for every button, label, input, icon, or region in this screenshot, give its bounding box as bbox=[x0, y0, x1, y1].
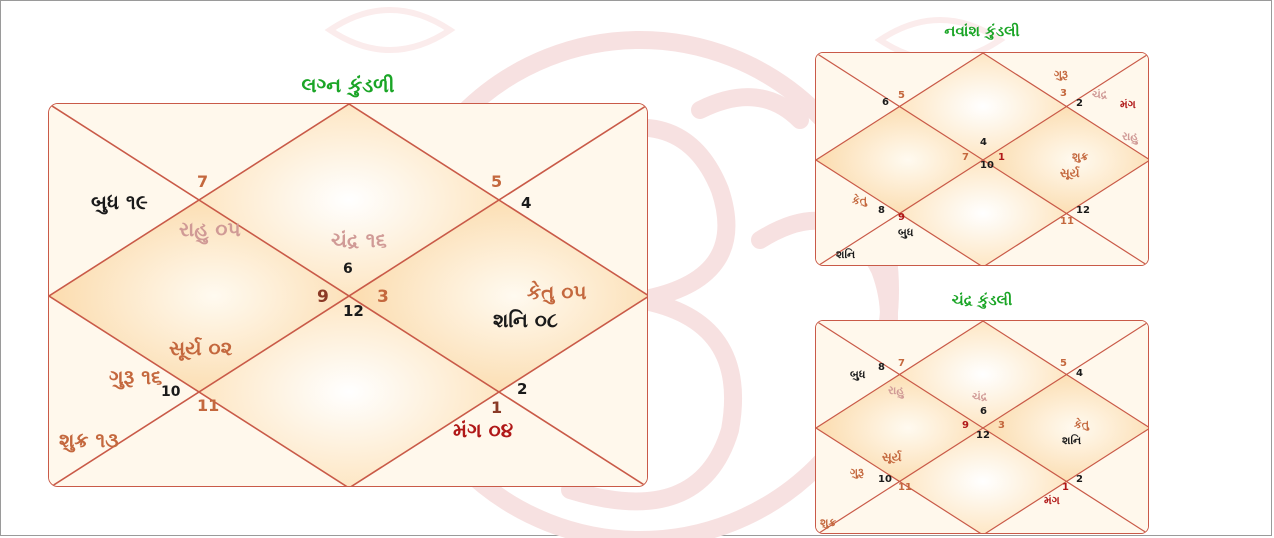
navamsha-house-1: 1 bbox=[998, 152, 1005, 163]
chandra-planet-surya: સૂર્ય bbox=[882, 450, 902, 464]
navamsha-house-2: 2 bbox=[1076, 98, 1083, 109]
navamsha-house-10: 10 bbox=[980, 160, 994, 171]
navamsha-planet-shani: શનિ bbox=[836, 248, 856, 261]
lagna-house-1: 1 bbox=[491, 398, 503, 417]
navamsha-house-8: 8 bbox=[878, 205, 885, 216]
lagna-house-10: 10 bbox=[161, 384, 181, 400]
lagna-chart-title: લગ્ન કુંડળી bbox=[301, 73, 395, 97]
chandra-house-10: 10 bbox=[878, 474, 892, 485]
navamsha-planet-surya: સૂર્ય bbox=[1060, 166, 1080, 180]
chandra-house-11: 11 bbox=[898, 482, 912, 493]
chandra-planet-budh: બુધ bbox=[850, 368, 866, 381]
chandra-house-9: 9 bbox=[962, 420, 969, 431]
lagna-planet-mangal: મંગ ૦૪ bbox=[453, 418, 514, 442]
lagna-grid bbox=[49, 104, 647, 486]
lagna-chart: 7 5 4 6 9 3 12 10 11 2 1 બુધ ૧૯ રાહુ ૦૫ … bbox=[48, 103, 648, 487]
navamsha-house-5: 5 bbox=[898, 90, 905, 101]
chandra-house-7: 7 bbox=[898, 358, 905, 369]
chandra-planet-shukra: શુક્ર bbox=[820, 516, 837, 529]
chandra-house-4: 4 bbox=[1076, 368, 1083, 379]
lagna-planet-guru: ગુરૂ ૧૬ bbox=[109, 365, 163, 389]
lagna-house-6: 6 bbox=[343, 261, 353, 277]
chandra-house-8: 8 bbox=[878, 362, 885, 373]
navamsha-planet-chandra: ચંદ્ર bbox=[1092, 88, 1108, 101]
navamsha-chart: 6 5 ગુરૂ 3 2 ચંદ્ર મંગ રાહુ 4 7 10 1 શુક… bbox=[815, 52, 1149, 266]
navamsha-house-11: 11 bbox=[1060, 216, 1074, 227]
lagna-house-12: 12 bbox=[343, 302, 364, 320]
navamsha-house-4: 4 bbox=[980, 137, 987, 148]
lagna-planet-rahu: રાહુ ૦૫ bbox=[179, 217, 241, 241]
navamsha-house-12: 12 bbox=[1076, 205, 1090, 216]
chandra-chart: બુધ 8 7 રાહુ 5 4 ચંદ્ર 6 9 12 3 કેતુ શનિ… bbox=[815, 320, 1149, 534]
lagna-house-4: 4 bbox=[521, 194, 532, 212]
lagna-house-2: 2 bbox=[517, 380, 528, 398]
chandra-house-1: 1 bbox=[1062, 482, 1069, 493]
lagna-planet-shani: શનિ ૦૮ bbox=[493, 308, 558, 332]
chandra-house-12: 12 bbox=[976, 430, 990, 441]
chandra-planet-rahu: રાહુ bbox=[888, 384, 905, 397]
navamsha-house-3: 3 bbox=[1060, 88, 1067, 99]
navamsha-house-6: 6 bbox=[882, 97, 889, 108]
lagna-house-9: 9 bbox=[317, 287, 329, 307]
navamsha-house-7: 7 bbox=[962, 152, 969, 163]
navamsha-planet-guru: ગુરૂ bbox=[1054, 68, 1068, 81]
navamsha-planet-mangal: મંગ bbox=[1120, 98, 1136, 111]
chandra-chart-title: ચંદ્ર કુંડલી bbox=[951, 291, 1013, 309]
navamsha-planet-rahu: રાહુ bbox=[1122, 130, 1139, 143]
chandra-house-2: 2 bbox=[1076, 474, 1083, 485]
navamsha-grid bbox=[816, 53, 1148, 265]
navamsha-house-9: 9 bbox=[898, 212, 905, 223]
lagna-planet-chandra: ચંદ્ર ૧૬ bbox=[331, 228, 387, 252]
chandra-house-3: 3 bbox=[998, 420, 1005, 431]
lagna-house-5: 5 bbox=[491, 172, 503, 191]
chandra-grid bbox=[816, 321, 1148, 533]
lagna-planet-surya: સૂર્ય ૦૨ bbox=[169, 336, 233, 360]
navamsha-planet-shukra: શુક્ર bbox=[1072, 150, 1089, 163]
chandra-planet-guru: ગુરૂ bbox=[850, 466, 864, 479]
chandra-planet-chandra: ચંદ્ર bbox=[972, 390, 988, 403]
lagna-planet-ketu: કેતુ ૦૫ bbox=[527, 280, 587, 304]
navamsha-planet-ketu: કેતુ bbox=[852, 194, 868, 207]
chandra-house-6: 6 bbox=[980, 406, 987, 417]
chandra-planet-ketu: કેતુ bbox=[1074, 418, 1090, 431]
navamsha-chart-title: નવાંશ કુંડલી bbox=[944, 22, 1020, 40]
chandra-house-5: 5 bbox=[1060, 358, 1067, 369]
navamsha-planet-budh: બુધ bbox=[898, 226, 914, 239]
lagna-house-7: 7 bbox=[197, 172, 209, 191]
lagna-planet-shukra: શુક્ર ૧૩ bbox=[59, 428, 119, 452]
lagna-house-3: 3 bbox=[377, 287, 389, 307]
lagna-house-11: 11 bbox=[197, 396, 220, 415]
chandra-planet-mangal: મંગ bbox=[1044, 494, 1060, 507]
chandra-planet-shani: શનિ bbox=[1062, 434, 1082, 447]
lagna-planet-budh: બુધ ૧૯ bbox=[91, 190, 148, 214]
